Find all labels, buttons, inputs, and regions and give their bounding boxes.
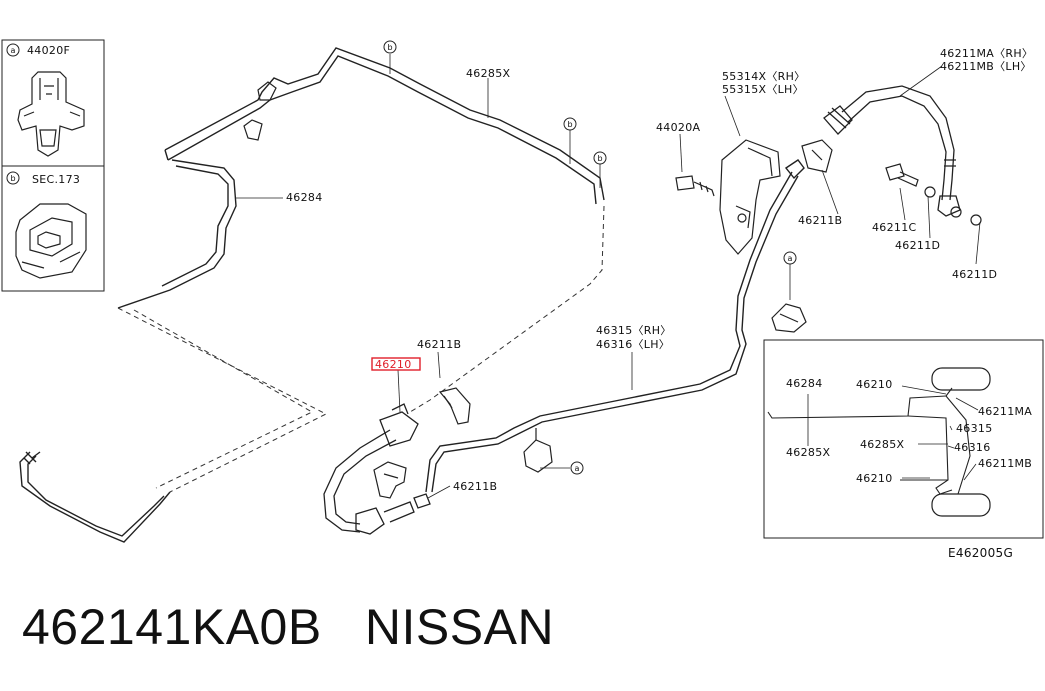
marker-b-3: b	[593, 151, 607, 165]
clip-46211b-top	[801, 139, 833, 173]
figure-code: E462005G	[948, 546, 1013, 560]
svg-text:b: b	[387, 43, 392, 52]
pipe-clip-top	[243, 81, 277, 141]
label-46211b-low: 46211B	[453, 480, 497, 493]
part-labels: 46285X 46284 55314X〈RH〉 55315X〈LH〉 44020…	[286, 47, 1033, 493]
bolt-44020a	[675, 175, 715, 197]
overview-label-46285x: 46285X	[786, 446, 830, 459]
clip-44020f-drawing	[17, 71, 85, 157]
overview-label-46285x-mid: 46285X	[860, 438, 904, 451]
pipe-clip-a	[523, 303, 807, 473]
marker-a-1: a	[783, 251, 797, 265]
vehicle-overview-inset: 46284 46285X 46210 46315 46211MA 46285X …	[763, 339, 1044, 539]
banjo-bolt-46211c	[885, 163, 982, 226]
overview-label-46211mb: 46211MB	[978, 457, 1032, 470]
label-55314x: 55314X〈RH〉	[722, 70, 805, 83]
label-46315: 46315〈RH〉	[596, 324, 672, 337]
label-46210-highlighted: 46210	[371, 357, 421, 371]
part-number: 462141KA0B	[22, 599, 322, 655]
phantom-route	[117, 205, 605, 493]
label-46211c: 46211C	[872, 221, 916, 234]
pipe-46285x	[164, 47, 605, 205]
overview-label-46315: 46315	[956, 422, 993, 435]
label-44020a: 44020A	[656, 121, 700, 134]
clip-sec173-drawing	[15, 203, 87, 279]
label-46211d-b: 46211D	[952, 268, 997, 281]
clip-46211b-low	[373, 461, 407, 499]
label-46211ma: 46211MA〈RH〉	[940, 47, 1033, 60]
highlight-box	[371, 357, 421, 371]
overview-label-46316: 46316	[954, 441, 991, 454]
inset-b-section: b SEC.173	[6, 171, 87, 279]
inset-a-section: a 44020F	[6, 43, 85, 157]
overview-label-46210-top: 46210	[856, 378, 893, 391]
label-46210: 46210	[375, 358, 412, 371]
inset-panel: a 44020F b SEC.173	[1, 39, 105, 292]
inset-b-part-label: SEC.173	[32, 173, 80, 186]
overview-label-46210-bot: 46210	[856, 472, 893, 485]
label-46211mb: 46211MB〈LH〉	[940, 60, 1032, 73]
overview-label-46211ma: 46211MA	[978, 405, 1032, 418]
overview-pipes	[767, 387, 971, 495]
pipe-46315	[425, 159, 805, 493]
label-46211d-a: 46211D	[895, 239, 940, 252]
label-46316: 46316〈LH〉	[596, 338, 670, 351]
label-55315x: 55315X〈LH〉	[722, 83, 804, 96]
clip-46211b-mid	[438, 387, 471, 425]
part-caption: 462141KA0B NISSAN	[22, 598, 554, 656]
marker-a-2: a	[570, 461, 584, 475]
inset-b-marker: b	[10, 174, 15, 183]
svg-text:a: a	[575, 464, 580, 473]
overview-leaders	[807, 385, 979, 481]
marker-b-2: b	[563, 117, 577, 131]
label-46285x: 46285X	[466, 67, 510, 80]
label-46211b-top: 46211B	[798, 214, 842, 227]
pipe-46284	[117, 159, 237, 309]
svg-text:a: a	[788, 254, 793, 263]
inset-a-part-label: 44020F	[27, 44, 70, 57]
overview-wheels	[931, 367, 991, 517]
label-46284: 46284	[286, 191, 323, 204]
label-46211b-mid: 46211B	[417, 338, 461, 351]
brand-name: NISSAN	[364, 599, 555, 655]
marker-b-1: b	[383, 40, 397, 54]
leader-lines	[236, 54, 981, 499]
hose-46210	[323, 403, 431, 535]
svg-text:b: b	[567, 120, 572, 129]
overview-label-46284: 46284	[786, 377, 823, 390]
pipe-left-end	[19, 451, 171, 543]
inset-a-marker: a	[11, 46, 16, 55]
svg-text:b: b	[597, 154, 602, 163]
bracket-55314x	[719, 139, 781, 255]
callout-markers: b b b a a	[383, 40, 797, 475]
hose-46211ma	[823, 85, 961, 217]
